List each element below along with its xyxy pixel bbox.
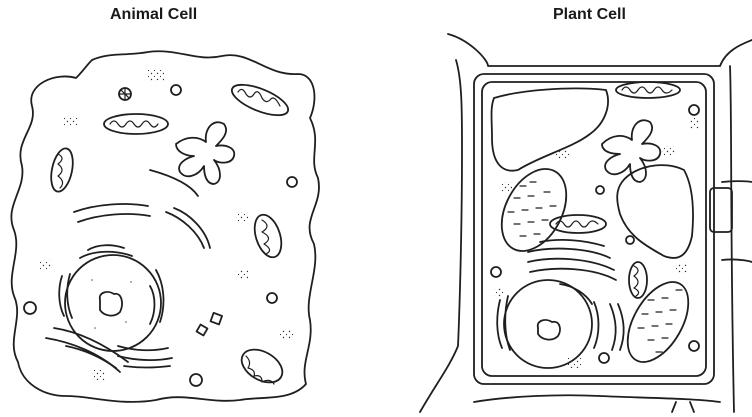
plant-vesicle-6 (626, 236, 634, 244)
animal-vesicle-6 (211, 313, 223, 325)
animal-vesicle-4 (24, 302, 36, 314)
plant-neighbor-walls (420, 34, 752, 412)
plant-golgi (528, 240, 616, 280)
plant-nucleus (504, 280, 592, 368)
plant-mitochondrion-1 (616, 82, 680, 98)
plant-cell-membrane (482, 82, 706, 376)
animal-vesicle-3 (267, 293, 277, 303)
animal-nucleus (65, 255, 161, 351)
plant-mitochondrion-3 (629, 262, 647, 298)
plant-nucleolus (538, 320, 560, 340)
plant-vesicle-3 (599, 353, 609, 363)
plant-vacuole-1 (492, 88, 609, 170)
animal-mitochondrion-2 (228, 79, 292, 122)
animal-smooth-er (74, 170, 210, 248)
animal-mitochondrion-5 (236, 343, 288, 389)
animal-mitochondrion-4 (250, 211, 286, 260)
plant-star-organelle (602, 120, 660, 182)
animal-golgi (46, 328, 172, 372)
animal-vesicle-2 (287, 177, 297, 187)
animal-rough-er (59, 245, 163, 324)
plant-vesicle-2 (491, 267, 501, 277)
animal-vesicle-7 (197, 325, 208, 336)
plant-vesicle-1 (689, 105, 699, 115)
animal-mitochondrion-3 (48, 146, 77, 193)
plant-vesicle-4 (689, 341, 699, 351)
plant-vesicle-5 (596, 186, 604, 194)
plant-cell (420, 34, 752, 412)
animal-vesicle-1 (171, 85, 181, 95)
animal-vesicle-5 (190, 374, 202, 386)
plant-chloroplast-2 (615, 272, 701, 372)
plant-chloroplast-1 (489, 158, 580, 262)
animal-mitochondrion-1 (104, 114, 168, 134)
animal-cell (11, 51, 319, 402)
plant-cell-wall (474, 74, 714, 384)
animal-nucleolus (100, 292, 122, 316)
animal-star-organelle (176, 122, 234, 184)
plant-smooth-er (610, 304, 624, 350)
